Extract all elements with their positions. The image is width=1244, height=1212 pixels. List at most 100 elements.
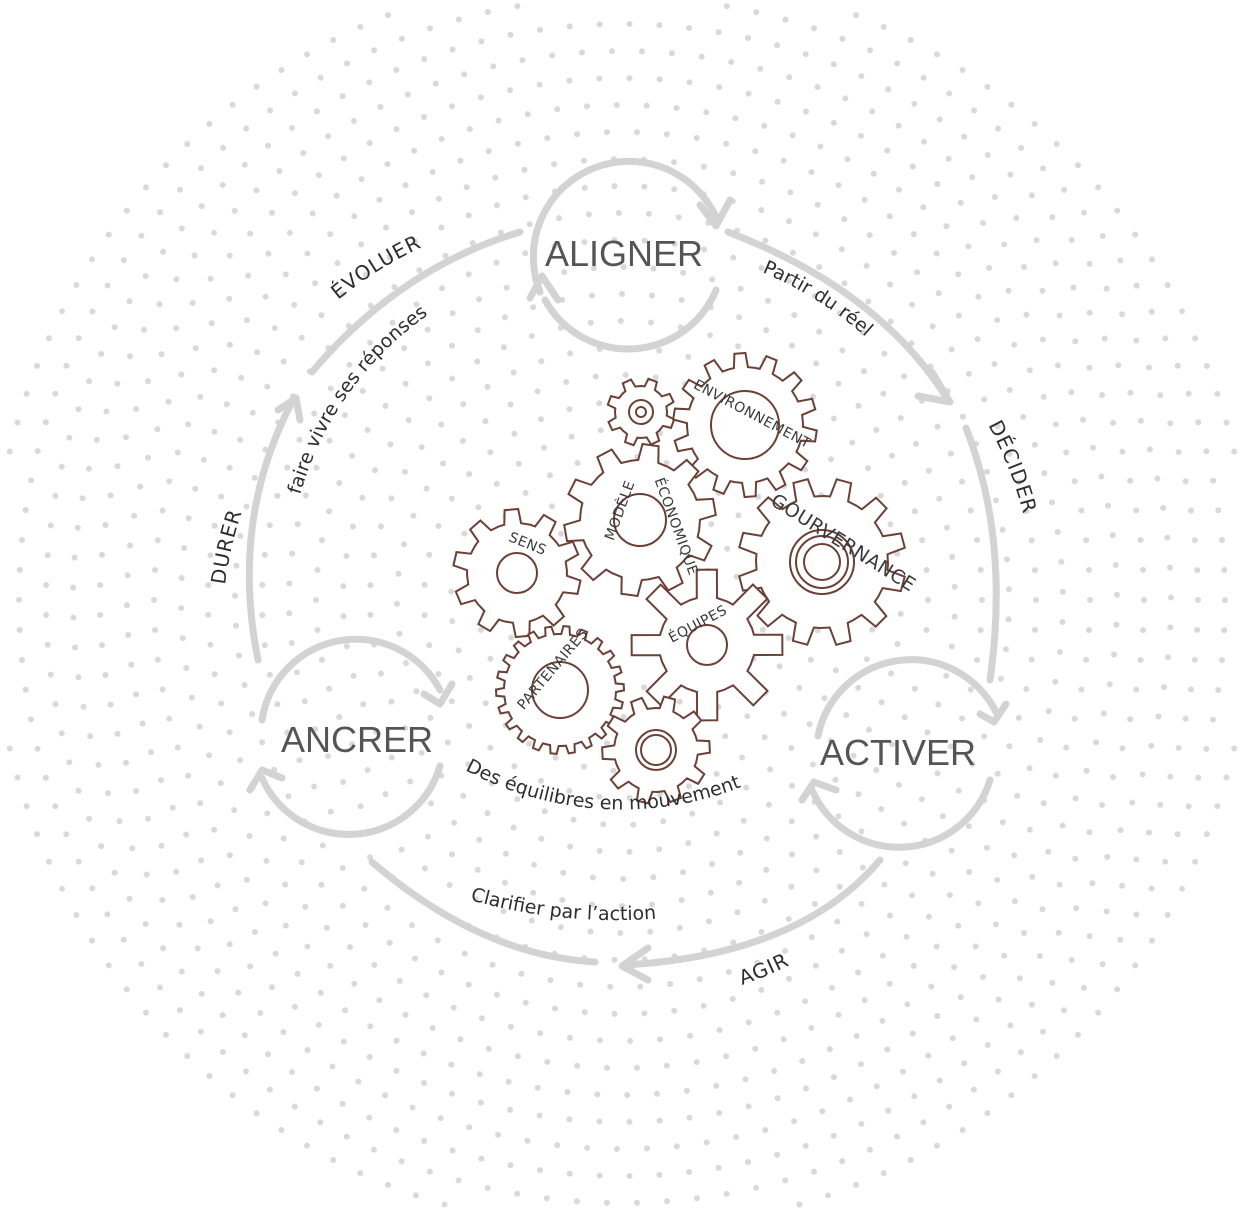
background-dot: [14, 774, 21, 781]
background-dot: [111, 869, 118, 876]
background-dot: [549, 503, 555, 510]
background-dot: [1031, 441, 1038, 448]
background-dot: [911, 1093, 918, 1100]
background-dot: [1049, 214, 1056, 221]
background-dot: [1231, 745, 1238, 752]
background-dot: [235, 989, 242, 996]
background-dot: [1115, 362, 1122, 369]
background-dot: [1086, 364, 1093, 371]
background-dot: [278, 1127, 285, 1133]
background-dot: [207, 918, 214, 925]
background-dot: [123, 434, 129, 441]
background-dot: [774, 1151, 781, 1158]
background-dot: [1119, 882, 1126, 889]
background-dot: [1112, 562, 1119, 568]
background-dot: [126, 298, 133, 305]
background-dot: [776, 663, 783, 670]
background-dot: [394, 600, 400, 607]
background-dot: [981, 396, 988, 403]
background-dot: [786, 74, 793, 81]
background-dot: [409, 1104, 416, 1111]
background-dot: [102, 672, 109, 678]
background-dot: [501, 879, 508, 886]
background-dot: [236, 652, 242, 659]
background-dot: [611, 956, 618, 963]
background-dot: [774, 42, 781, 49]
background-dot: [1104, 854, 1111, 860]
background-dot: [866, 726, 872, 733]
background-dot: [1192, 335, 1199, 342]
background-dot: [933, 250, 940, 257]
background-dot: [23, 803, 30, 810]
background-dot: [1195, 774, 1202, 781]
background-dot: [886, 980, 893, 987]
gear-modele-economique: [563, 442, 717, 598]
background-dot: [843, 712, 850, 719]
background-dot: [1008, 1092, 1015, 1099]
background-dot: [955, 312, 962, 319]
background-dot: [1026, 765, 1033, 772]
background-dot: [830, 1074, 837, 1081]
background-dot: [75, 787, 82, 794]
background-dot: [421, 581, 428, 588]
background-dot: [648, 319, 654, 326]
background-dot: [27, 716, 34, 723]
background-dot: [79, 495, 86, 502]
background-dot: [391, 284, 398, 290]
background-dot: [478, 1015, 485, 1022]
background-dot: [1023, 508, 1030, 514]
background-dot: [402, 468, 408, 475]
background-dot: [232, 906, 239, 913]
background-dot: [158, 777, 164, 784]
background-dot: [441, 1201, 448, 1208]
background-dot: [251, 474, 258, 481]
background-dot: [678, 296, 685, 303]
background-dot: [158, 842, 165, 849]
background-dot: [75, 858, 82, 865]
background-dot: [580, 763, 587, 770]
background-dot: [432, 80, 439, 87]
background-dot: [923, 567, 930, 573]
background-dot: [707, 332, 713, 339]
background-dot: [689, 810, 696, 817]
background-dot: [894, 641, 901, 647]
background-dot: [438, 224, 445, 231]
background-dot: [489, 961, 496, 968]
background-dot: [386, 939, 393, 946]
background-dot: [349, 523, 356, 530]
background-dot: [561, 269, 568, 276]
background-dot: [1129, 799, 1136, 806]
background-dot: [835, 380, 842, 387]
background-dot: [317, 989, 324, 996]
background-dot: [929, 323, 936, 330]
background-dot: [364, 767, 371, 773]
background-dot: [22, 507, 29, 513]
background-dot: [1093, 739, 1100, 746]
background-dot: [1149, 256, 1155, 263]
background-dot: [754, 959, 761, 966]
background-dot: [730, 170, 737, 177]
background-dot: [169, 804, 176, 811]
background-dot: [904, 1001, 911, 1008]
background-dot: [887, 912, 893, 919]
background-dot: [16, 596, 22, 603]
background-dot: [1011, 898, 1018, 905]
background-dot: [59, 308, 65, 315]
background-dot: [231, 207, 238, 214]
background-dot: [346, 361, 353, 368]
background-dot: [869, 626, 876, 633]
background-dot: [675, 214, 682, 221]
background-dot: [600, 821, 607, 828]
background-dot: [753, 1184, 760, 1191]
background-dot: [1007, 171, 1014, 178]
background-dot: [291, 1103, 298, 1110]
background-dot: [370, 1146, 377, 1153]
background-dot: [296, 757, 303, 764]
background-dot: [676, 924, 683, 931]
background-dot: [120, 936, 127, 943]
background-dot: [574, 131, 581, 138]
background-dot: [1223, 774, 1230, 781]
background-dot: [276, 168, 283, 174]
background-dot: [226, 941, 233, 948]
background-dot: [318, 312, 325, 319]
